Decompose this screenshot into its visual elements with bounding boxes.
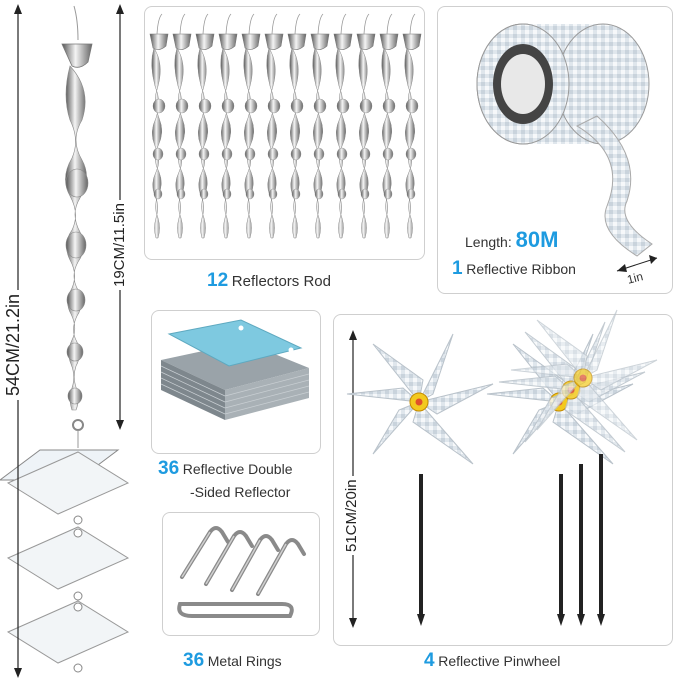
ribbon-count: 1 xyxy=(452,258,463,279)
reflector-rods-illustration xyxy=(149,13,422,239)
ribbon-roll-illustration xyxy=(476,23,658,272)
single-spiral-illustration xyxy=(0,5,130,673)
total-length-label: 54CM/21.2in xyxy=(3,289,24,400)
ribbon-length: Length: 80M xyxy=(465,227,558,253)
metal-rings-illustration xyxy=(177,526,306,618)
ribbon-length-value: 80M xyxy=(515,227,559,252)
metal-rings-count: 36 xyxy=(183,650,205,671)
pinwheels-illustration xyxy=(346,309,658,626)
double-sided-label-line1: Reflective Double xyxy=(182,461,293,477)
pinwheel-label: Reflective Pinwheel xyxy=(438,653,561,669)
reflectors-rod-panel xyxy=(144,6,425,260)
reflectors-rod-caption: 12 Reflectors Rod xyxy=(207,270,331,292)
double-sided-label-line2: -Sided Reflector xyxy=(190,484,291,500)
metal-rings-label: Metal Rings xyxy=(207,653,282,669)
ribbon-caption: 1 Reflective Ribbon xyxy=(452,258,576,280)
rod-length-label: 19CM/11.5in xyxy=(111,200,128,290)
reflector-stack-illustration xyxy=(160,319,310,420)
reflectors-rod-count: 12 xyxy=(207,270,229,291)
pinwheel-caption: 4 Reflective Pinwheel xyxy=(424,650,560,672)
double-sided-count: 36 xyxy=(158,458,180,479)
reflectors-rod-label: Reflectors Rod xyxy=(231,273,331,290)
pinwheel-count: 4 xyxy=(424,650,435,671)
double-sided-caption: 36 Reflective Double xyxy=(158,458,293,480)
ribbon-length-label: Length: xyxy=(465,234,512,250)
pinwheel-panel xyxy=(333,314,673,646)
ribbon-label: Reflective Ribbon xyxy=(466,261,576,277)
metal-rings-caption: 36 Metal Rings xyxy=(183,650,282,672)
